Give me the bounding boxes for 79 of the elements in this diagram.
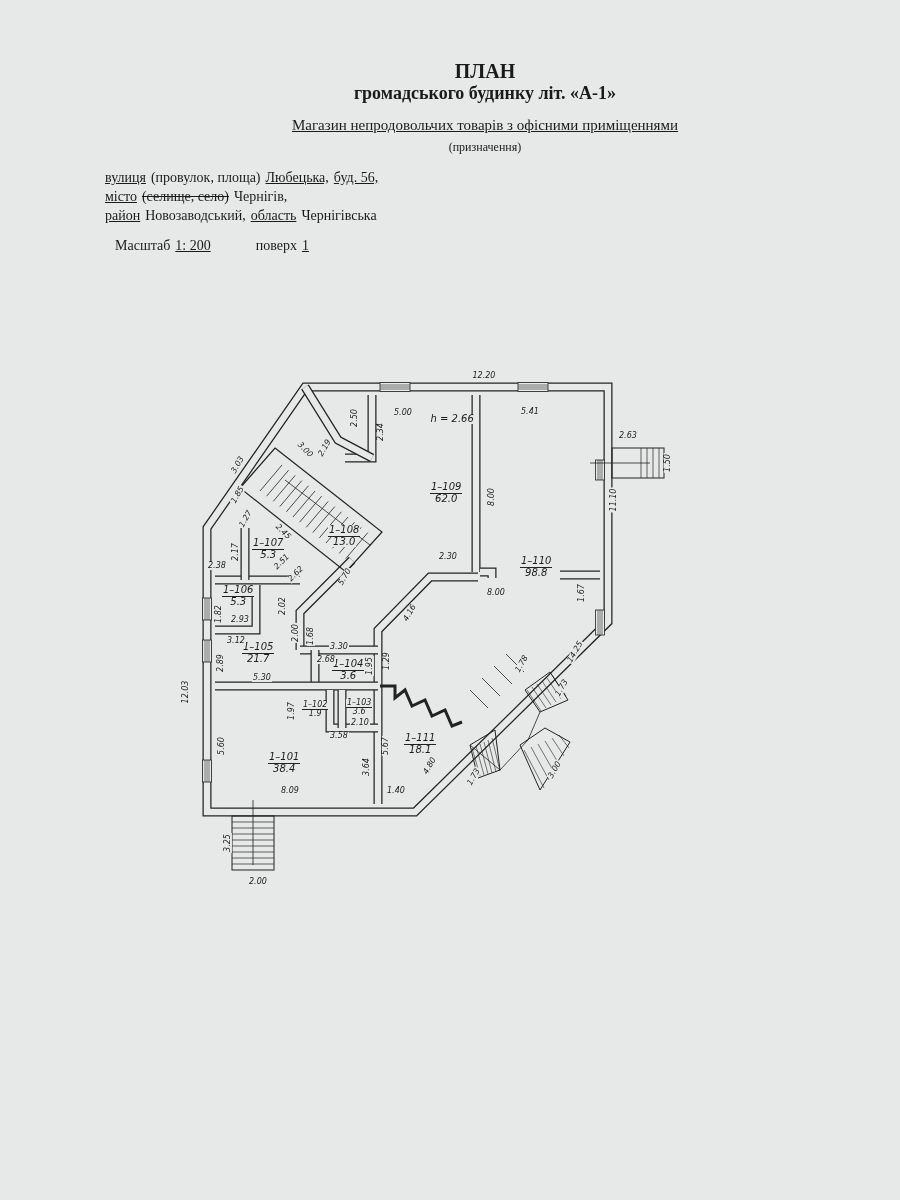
- form-value: 1: [301, 238, 309, 254]
- room-number: 1–108: [328, 525, 361, 537]
- dimension-label: 5.60: [217, 736, 226, 756]
- dimension-label: 1.29: [382, 651, 391, 671]
- room-number: 1–105: [242, 642, 275, 654]
- form-text: Новозаводський,: [145, 208, 246, 224]
- room-area: 38.4: [272, 763, 297, 774]
- dimension-label: 5.30: [252, 674, 272, 682]
- dimension-label: 2.89: [216, 653, 225, 673]
- dimension-label: 2.34: [376, 422, 385, 442]
- dimension-label: 2.02: [278, 596, 287, 616]
- dimension-label: 2.30: [438, 553, 458, 561]
- room-number: 1–111: [404, 733, 437, 745]
- dimension-label: 2.00: [248, 878, 268, 886]
- form-value: місто: [105, 189, 137, 205]
- room-area: 98.8: [524, 567, 549, 578]
- dimension-label: 3.64: [362, 757, 371, 777]
- room-number: 1–101: [268, 752, 301, 764]
- dimension-label: 5.41: [520, 408, 540, 416]
- form-text: Чернігів,: [233, 189, 288, 205]
- dimension-label: 3.25: [223, 833, 232, 853]
- dimension-label: 3.30: [329, 643, 349, 651]
- form-value: 1: 200: [175, 238, 211, 254]
- form-text: (провулок, площа): [150, 170, 261, 186]
- plan-title: ПЛАН: [453, 60, 517, 83]
- room-area: 5.3: [229, 596, 248, 607]
- room-area: 13.0: [332, 536, 357, 547]
- dimension-label: 2.63: [618, 432, 638, 440]
- building-purpose: Магазин непродовольчих товарів з офісними приміщеннями: [290, 117, 680, 134]
- dimension-label: 2.00: [291, 623, 300, 643]
- dimension-label: 2.17: [231, 542, 240, 562]
- form-text: поверх: [255, 238, 297, 254]
- dimension-label: 2.10: [350, 719, 370, 727]
- dimension-label: 1.40: [386, 787, 406, 795]
- room-area: 1.9: [307, 710, 323, 719]
- room-number: 1–106: [222, 585, 255, 597]
- dimension-label: 3.12: [226, 637, 246, 645]
- dimension-label: 3.58: [329, 732, 349, 740]
- form-value: район: [105, 208, 141, 224]
- form-value: вулиця: [105, 170, 146, 186]
- room-number: 1–109: [430, 482, 463, 494]
- room-area: 3.6: [339, 670, 358, 681]
- room-number: 1–104: [332, 659, 365, 671]
- form-text: Чернігівська: [301, 208, 377, 224]
- dimension-label: 2.93: [230, 616, 250, 624]
- plan-subtitle: громадського будинку літ. «А-1»: [352, 83, 618, 104]
- dimension-label: 5.67: [381, 736, 390, 756]
- dimension-label: 1.95: [365, 656, 374, 676]
- room-number: 1–102: [302, 701, 329, 711]
- dimension-label: 2.50: [350, 408, 359, 428]
- dimension-label: 12.20: [471, 372, 497, 380]
- room-area: 5.3: [259, 549, 278, 560]
- dimension-label: 5.00: [393, 409, 413, 417]
- room-area: 62.0: [434, 493, 459, 504]
- dimension-label: 8.00: [487, 487, 496, 507]
- form-text: Масштаб: [115, 238, 171, 254]
- dimension-label: 8.09: [280, 787, 300, 795]
- room-number: 1–103: [346, 699, 373, 709]
- dimension-label: 1.68: [306, 626, 315, 646]
- dimension-label: 1.97: [287, 701, 296, 721]
- room-area: 3.6: [351, 708, 367, 717]
- dimension-label: 12.03: [181, 679, 190, 705]
- field-caption: (призначення): [447, 140, 523, 155]
- dimension-label: 1.50: [663, 453, 672, 473]
- room-area: 21.7: [246, 653, 271, 664]
- dimension-label: 1.67: [577, 583, 586, 603]
- room-number: 1–107: [252, 538, 285, 550]
- form-value: область: [250, 208, 297, 224]
- dimension-label: 2.38: [207, 562, 227, 570]
- room-area: 18.1: [408, 744, 433, 755]
- form-value: (селище, село): [141, 189, 229, 205]
- room-number: 1–110: [520, 556, 553, 568]
- dimension-label: 2.68: [316, 656, 336, 664]
- form-value: Любецька,: [265, 170, 329, 186]
- form-value: буд. 56,: [333, 170, 379, 186]
- dimension-label: 11.10: [609, 487, 618, 513]
- dimension-label: h = 2.66: [429, 414, 475, 424]
- dimension-label: 1.82: [214, 604, 223, 624]
- dimension-label: 8.00: [486, 589, 506, 597]
